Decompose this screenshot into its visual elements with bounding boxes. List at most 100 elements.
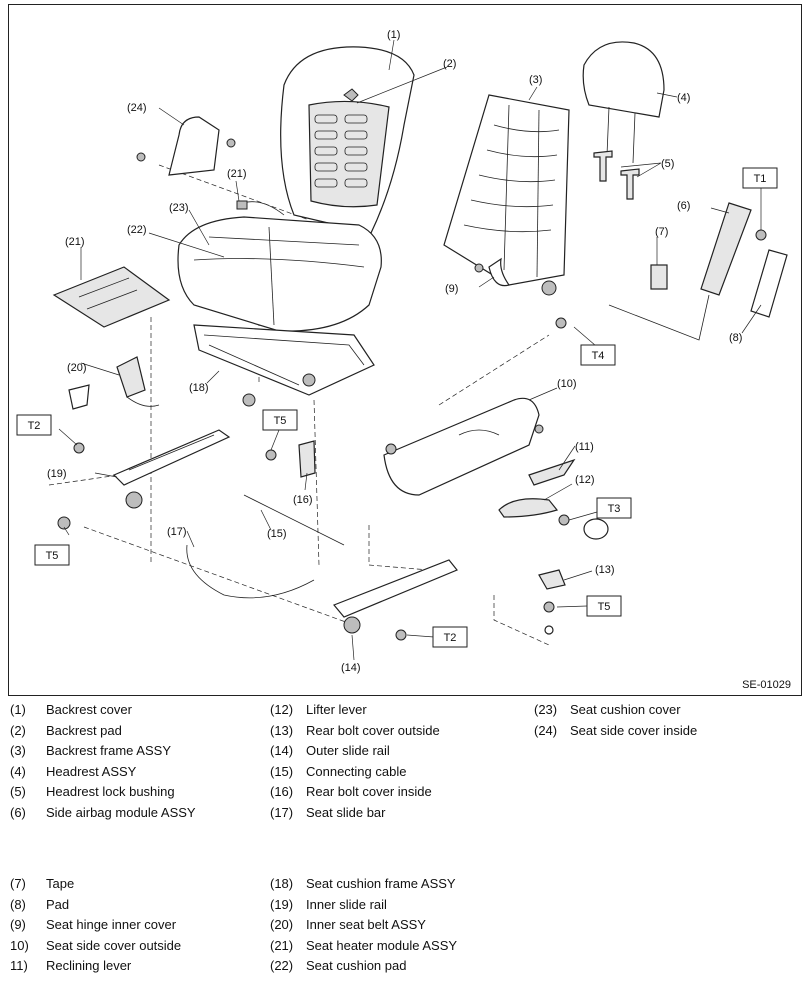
legend-item-label: Seat side cover inside [570,722,698,738]
callout-4: (4) [677,92,690,104]
legend-item-number: (20) [270,917,294,933]
callout-5: (5) [661,158,674,170]
callout-17: (17) [167,526,187,538]
legend-item-number: (17) [270,804,294,820]
seat-heater-pad [52,200,285,328]
torque-box-t4: T4 [580,344,616,366]
legend-item-number: (5) [10,784,26,800]
legend-item-label: Backrest frame ASSY [46,743,171,759]
legend-item-label: Seat side cover outside [46,937,182,953]
legend-item: (19) Inner slide rail [270,897,530,918]
callout-7: (7) [655,226,668,238]
callout-9: (9) [445,283,458,295]
legend-item: (4)Headrest ASSY [10,764,260,785]
svg-text:T1: T1 [754,173,767,185]
legend-column-3: (23) Seat cushion cover (24) Seat side cove… [534,702,794,743]
callout-13: (13) [595,564,615,576]
callout-3: (3) [529,74,542,86]
legend-item-label: Seat hinge inner cover [46,917,177,933]
svg-text:T4: T4 [592,350,605,362]
svg-text:T2: T2 [444,632,457,644]
legend-item-number: (15) [270,763,294,779]
torque-box-t5-rail: T5 [34,544,70,566]
legend-item: (2) Backrest pad [10,723,260,744]
outer-slide-rail [333,559,458,634]
legend-item: (13)Rear bolt cover outside [270,723,530,744]
torque-box-t5-cushion: T5 [262,409,298,431]
torque-box-t3: T3 [596,497,632,519]
diagram-code: SE-01029 [742,679,791,691]
legend-item: (6) Side airbag module ASSY [10,805,260,826]
legend-item-label: Inner slide rail [306,896,387,912]
legend-item-number: (2) [10,722,26,738]
headrest [582,41,665,200]
svg-text:T5: T5 [598,601,611,613]
legend-item-label: Seat slide bar [306,804,386,820]
callout-20: (20) [67,362,87,374]
torque-boxes: T1 T2 T2 T3 T4 T5 T5 T5 [16,167,778,648]
callout-21-heater: (21) [65,236,85,248]
legend-item-number: (12) [270,702,294,717]
legend-item-label: Seat cushion frame ASSY [306,876,456,891]
legend-column-1-top: (1) Backrest cover (2) Backrest pad (3) Backr… [10,702,260,826]
legend-item-number: (18) [270,876,294,891]
callout-15: (15) [267,528,287,540]
legend-item: (1) Backrest cover [10,702,260,723]
legend-column-2-bottom: (18) Seat cushion frame ASSY (19) Inner sli… [270,876,530,979]
inner-slide-rail [112,429,345,599]
svg-text:T5: T5 [274,415,287,427]
legend-item-number: (8) [10,896,26,912]
legend-item: 11)Reclining lever [10,958,260,979]
legend-item: (20)Inner seat belt ASSY [270,917,530,938]
legend-item: (21)Seat heater module ASSY [270,938,530,959]
legend-item-number: (14) [270,743,294,759]
legend-item-number: (16) [270,784,294,800]
torque-box-t1: T1 [742,167,778,189]
legend-item-label: Backrest pad [46,722,122,738]
legend-item: (3) Backrest frame ASSY [10,743,260,764]
legend-item-number: (3) [10,743,26,759]
legend-item-number: (1) [10,702,26,717]
legend-item-label: Lifter lever [306,702,367,717]
legend-item-label: Backrest cover [46,702,132,717]
legend-item-label: Seat cushion pad [306,958,407,974]
exploded-view-diagram: (1) (2) (3) (4) (5) (6) (7) (8) (9) (10)… [8,4,802,696]
torque-box-t2-inner: T2 [16,414,52,436]
legend-item-label: Seat cushion cover [570,702,681,717]
legend-item: (8) Pad [10,897,260,918]
legend-item: (12) Lifter lever [270,702,530,723]
callout-1: (1) [387,29,400,41]
callout-8: (8) [729,332,742,344]
callout-21-connector: (21) [227,168,247,180]
legend-item: (7)Tape [10,876,260,897]
seat-side-cover-inside [136,116,236,176]
legend-item-label: Tape [46,876,75,891]
legend-item-label: Connecting cable [306,763,407,779]
legend-item: (15) Connecting cable [270,764,530,785]
legend-item-number: (23) [534,702,558,717]
legend-item-number: (22) [270,958,294,974]
legend-item-label: Rear bolt cover outside [306,722,440,738]
legend-item-number: (6) [10,804,26,820]
legend-item-number: (19) [270,896,294,912]
leader-lines [58,39,762,661]
backrest-frame [443,94,570,296]
legend-item-number: 11) [10,958,28,974]
legend-item-number: 10) [10,937,29,953]
side-airbag-module [608,202,788,341]
legend-item-label: Side airbag module ASSY [46,804,196,820]
svg-text:T5: T5 [46,550,59,562]
legend-item: (5)Headrest lock bushing [10,784,260,805]
seat-side-cover-outside [383,397,609,540]
legend-item: (23) Seat cushion cover [534,702,794,723]
inner-seat-belt [68,356,566,590]
callout-14: (14) [341,662,361,674]
legend-item: (22) Seat cushion pad [270,958,530,979]
callout-11: (11) [575,441,594,453]
callout-24: (24) [127,102,147,114]
legend-item-label: Pad [46,896,70,912]
legend-item: (18) Seat cushion frame ASSY [270,876,530,897]
seat-cushion-frame [193,324,375,407]
legend-item: (14)Outer slide rail [270,743,530,764]
legend-item-number: (24) [534,722,558,738]
